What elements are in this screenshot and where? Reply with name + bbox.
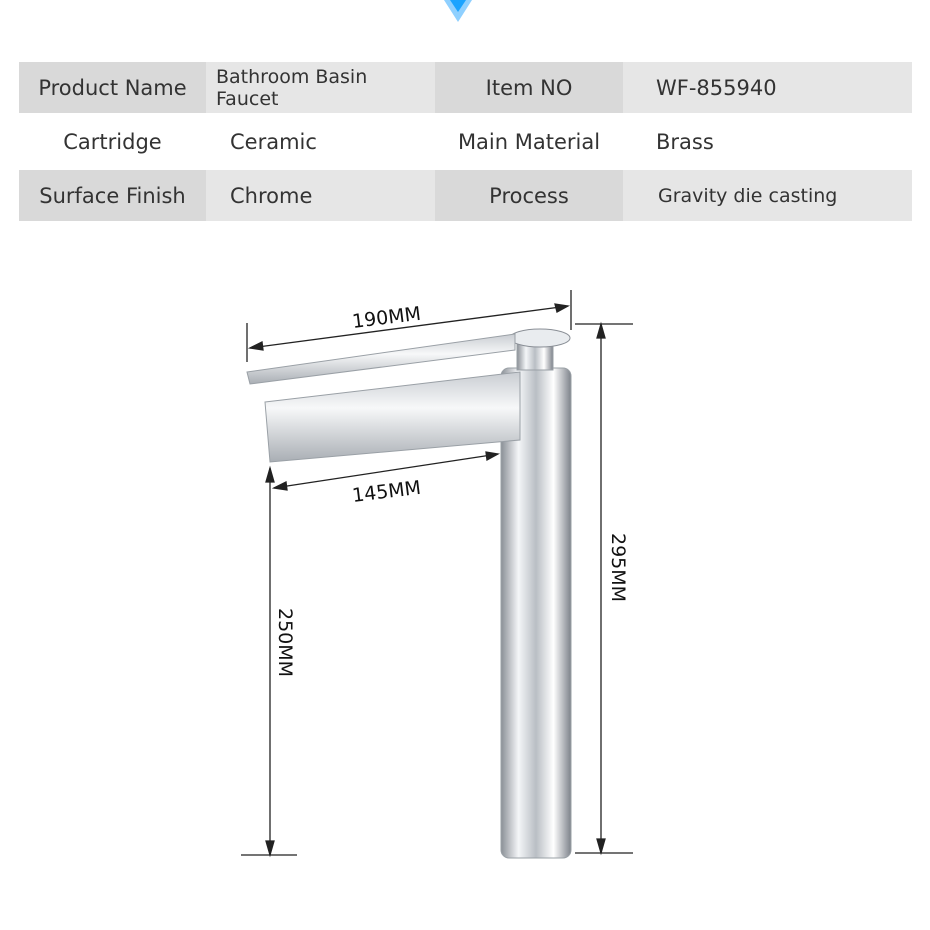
table-row: Surface Finish Chrome Process Gravity di… (19, 170, 912, 221)
cell-label: Main Material (457, 129, 601, 154)
cell-label: Cartridge (63, 129, 162, 154)
cell-value: Ceramic (230, 129, 317, 154)
cell-value: Brass (656, 129, 714, 154)
spout-height-label: 250MM (274, 608, 296, 677)
cell-label: Item NO (435, 62, 623, 113)
table-row: Product Name Bathroom Basin Faucet Item … (19, 62, 912, 113)
cell-value: Bathroom Basin Faucet (216, 65, 368, 110)
handle-length-label: 190MM (351, 303, 422, 333)
faucet-image (246, 328, 572, 859)
cell-label: Product Name (19, 62, 206, 113)
cell-value: Gravity die casting (658, 184, 838, 207)
spec-table: Product Name Bathroom Basin Faucet Item … (19, 62, 912, 221)
cell-label: Process (435, 170, 623, 221)
dimension-lines (241, 290, 633, 858)
spout-reach-label: 145MM (351, 477, 422, 507)
cell-value: Chrome (230, 183, 313, 208)
chevron-down-icon (444, 0, 472, 22)
cell-label: Surface Finish (19, 170, 206, 221)
total-height-label: 295MM (607, 533, 629, 602)
cell-value: WF-855940 (656, 75, 777, 100)
table-row: Cartridge Ceramic Main Material Brass (19, 113, 912, 170)
